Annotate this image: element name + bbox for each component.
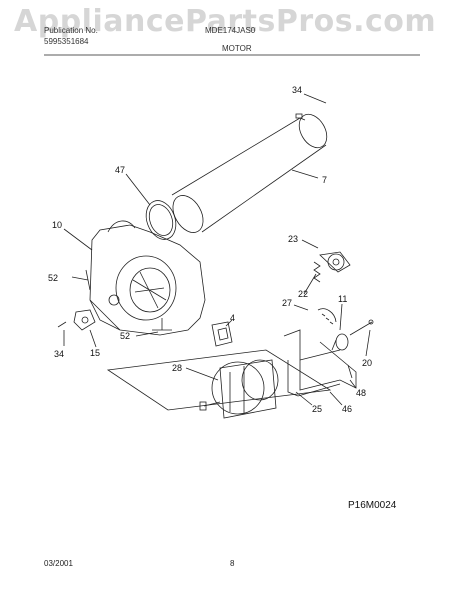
motor-mount-bracket <box>283 329 357 397</box>
callout-10: 10 <box>52 220 62 230</box>
callout-46: 46 <box>342 404 352 414</box>
callout-48: 48 <box>356 388 366 398</box>
callout-11: 11 <box>338 294 347 304</box>
idler-spring <box>313 261 321 283</box>
callout-34-left: 34 <box>54 349 64 359</box>
callout-27: 27 <box>282 298 292 308</box>
footer-page-number: 8 <box>230 559 235 568</box>
screw-48 <box>347 364 353 379</box>
callout-20: 20 <box>362 358 372 368</box>
callout-34-top: 34 <box>292 85 302 95</box>
seal-ring <box>145 200 177 240</box>
callout-47: 47 <box>115 165 125 175</box>
blower-housing <box>89 220 206 336</box>
callout-4: 4 <box>230 313 235 323</box>
bolt-20 <box>349 319 374 336</box>
callout-28: 28 <box>172 363 182 373</box>
idler-pulley <box>319 251 351 273</box>
callout-25: 25 <box>312 404 322 414</box>
callout-22: 22 <box>298 289 308 299</box>
publication-label: Publication No. <box>44 26 98 35</box>
callout-7: 7 <box>322 175 327 185</box>
publication-number: 5995351684 <box>44 37 89 46</box>
thermostat <box>73 309 96 331</box>
model-number: MDE174JAS0 <box>205 26 256 35</box>
callout-15: 15 <box>90 348 100 358</box>
figure-code: P16M0024 <box>348 500 397 511</box>
callout-52-left: 52 <box>48 273 58 283</box>
screw-34-left <box>57 321 67 328</box>
callout-52-bottom: 52 <box>120 331 130 341</box>
motor-mount-clip <box>211 321 233 347</box>
watermark: AppliancePartsPros.com <box>14 4 437 39</box>
callout-23: 23 <box>288 234 298 244</box>
section-title: MOTOR <box>222 44 252 53</box>
footer-date: 03/2001 <box>44 559 73 568</box>
pulley-cylinder <box>331 333 349 351</box>
exhaust-duct <box>171 113 328 233</box>
idler-arm <box>317 308 337 325</box>
motor-base-outline <box>106 349 332 411</box>
leader-lines <box>63 93 371 406</box>
drive-motor <box>199 359 279 419</box>
